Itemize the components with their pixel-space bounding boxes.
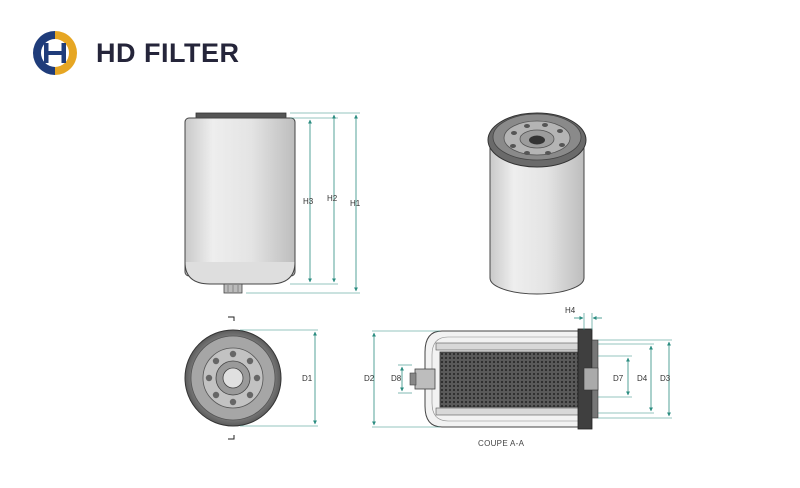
label-h3: H3 bbox=[303, 197, 314, 206]
label-d1: D1 bbox=[302, 374, 313, 383]
dimension-h1: H1 bbox=[350, 114, 361, 292]
label-d8: D8 bbox=[391, 374, 402, 383]
dimension-h3: H3 bbox=[303, 119, 314, 283]
label-h4: H4 bbox=[565, 306, 576, 315]
dimension-d1: D1 bbox=[302, 331, 317, 425]
label-h1: H1 bbox=[350, 199, 361, 208]
brand-name: HD FILTER bbox=[96, 37, 240, 68]
dimension-h4: H4 bbox=[565, 306, 602, 320]
dimension-d7: D7 bbox=[613, 357, 630, 396]
dimension-d2: D2 bbox=[364, 332, 376, 426]
brand: HD FILTER bbox=[30, 28, 239, 78]
isometric-view bbox=[487, 112, 587, 295]
dimension-h2: H2 bbox=[327, 114, 338, 283]
label-d3: D3 bbox=[660, 374, 671, 383]
label-d2: D2 bbox=[364, 374, 375, 383]
dimension-d3: D3 bbox=[660, 341, 671, 417]
side-view: H3 H2 H1 bbox=[184, 112, 361, 294]
top-view: D1 bbox=[184, 316, 318, 440]
section-caption: COUPE A-A bbox=[478, 439, 525, 448]
label-d4: D4 bbox=[637, 374, 648, 383]
dimension-d8: D8 bbox=[391, 366, 404, 392]
dimension-d4: D4 bbox=[637, 345, 653, 412]
label-d7: D7 bbox=[613, 374, 624, 383]
label-h2: H2 bbox=[327, 194, 338, 203]
section-view: D2 D8 H4 D7 D4 bbox=[364, 306, 672, 448]
hd-logo-icon bbox=[33, 31, 77, 75]
